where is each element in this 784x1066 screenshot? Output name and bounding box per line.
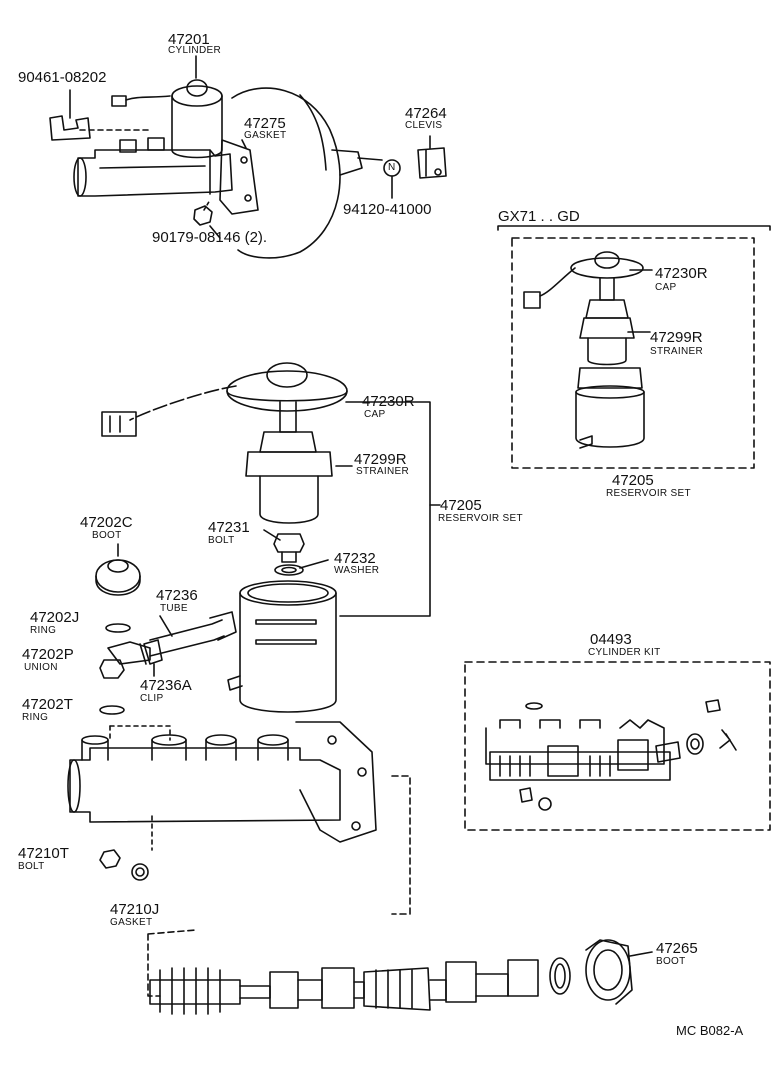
master-cylinder-top	[73, 137, 259, 215]
label-47210j-name: GASKET	[110, 917, 153, 928]
label-90461-number: 90461-08202	[18, 69, 107, 86]
label-47236a-number: 47236A	[140, 677, 192, 694]
label-47202p-name: UNION	[24, 662, 58, 673]
boot-47265	[585, 939, 633, 1005]
label-47299r-number: 47299R	[354, 451, 407, 468]
tube-47236	[149, 611, 237, 657]
label-47232-name: WASHER	[334, 565, 380, 576]
inset-cap-number: 47230R	[655, 265, 708, 282]
label-47210t-number: 47210T	[18, 845, 69, 862]
label-47202t-number: 47202T	[22, 696, 73, 713]
inset-reservoir-name: RESERVOIR SET	[606, 488, 691, 499]
label-47265-number: 47265	[656, 940, 698, 957]
strainer-47299r	[245, 431, 333, 524]
clevis	[417, 147, 447, 179]
label-47232-number: 47232	[334, 550, 376, 567]
label-47210j-number: 47210J	[110, 901, 160, 918]
label-47205-name: RESERVOIR SET	[438, 513, 523, 524]
inset-strainer	[579, 299, 635, 366]
label-47201-number: 47201	[168, 31, 210, 48]
label-47264-name: CLEVIS	[405, 120, 443, 131]
reservoir-47205	[227, 580, 337, 713]
nut-90179	[193, 199, 213, 226]
label-47202j-number: 47202J	[30, 609, 80, 626]
inset-reservoir-number: 47205	[612, 472, 654, 489]
inset-strainer-number: 47299R	[650, 329, 703, 346]
boot-47202c	[95, 543, 141, 596]
label-90179-number: 90179-08146 (2).	[152, 229, 268, 246]
bracket-90461	[49, 115, 151, 141]
reservoir-top	[111, 79, 223, 159]
label-47202t-name: RING	[22, 712, 49, 723]
inset-strainer-name: STRAINER	[650, 346, 703, 357]
inset-cap	[523, 251, 644, 309]
label-47202c-number: 47202C	[80, 514, 133, 531]
label-47275-name: GASKET	[244, 130, 287, 141]
label-94120-number: 94120-41000	[343, 201, 432, 218]
cap-47230r	[101, 362, 348, 437]
master-cylinder-main	[67, 721, 377, 851]
inset-kit-number: 04493	[590, 631, 632, 648]
label-47205-number: 47205	[440, 497, 482, 514]
piston-assembly	[149, 959, 539, 1015]
label-47202c-name: BOOT	[92, 530, 122, 541]
label-47201-name: CYLINDER	[168, 45, 221, 56]
label-47265-name: BOOT	[656, 956, 686, 967]
label-47299r-name: STRAINER	[356, 466, 409, 477]
label-47231-number: 47231	[208, 519, 250, 536]
label-47210t-name: BOLT	[18, 861, 45, 872]
label-47202p-number: 47202P	[22, 646, 74, 663]
inset-gx71-header: GX71 . . GD	[498, 208, 580, 225]
inset-reservoir	[575, 367, 645, 449]
label-47202j-name: RING	[30, 625, 57, 636]
diagram-reference-code: MC B082-A	[676, 1023, 744, 1038]
label-47230r-number: 47230R	[362, 393, 415, 410]
label-47264-number: 47264	[405, 105, 447, 122]
inset-cap-name: CAP	[655, 282, 677, 293]
inset-kit-name: CYLINDER KIT	[588, 647, 661, 658]
label-47236-number: 47236	[156, 587, 198, 604]
bolt-47231	[273, 533, 305, 563]
kit-parts	[485, 699, 737, 811]
label-47236-name: TUBE	[160, 603, 188, 614]
label-47231-name: BOLT	[208, 535, 235, 546]
brake-booster	[231, 87, 383, 259]
label-47230r-name: CAP	[364, 409, 386, 420]
label-47275-number: 47275	[244, 115, 286, 132]
label-47236a-name: CLIP	[140, 693, 164, 704]
union-47202p	[99, 641, 151, 679]
nut-marker: N	[388, 162, 396, 173]
